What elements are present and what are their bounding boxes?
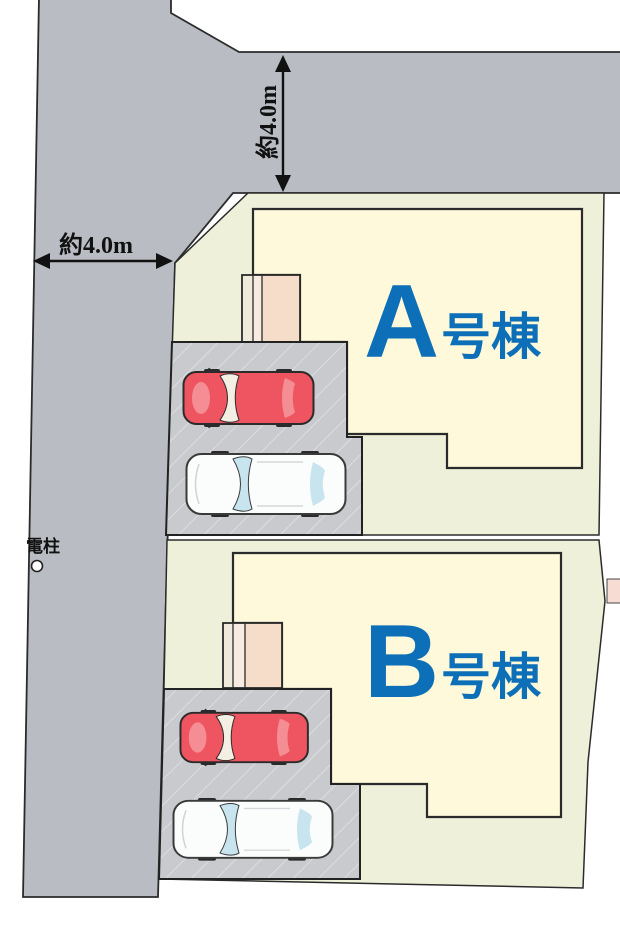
dimension-horizontal-road-width: 約4.0m bbox=[33, 231, 173, 269]
porch-b-dividers bbox=[232, 623, 246, 688]
porch-a-dividers bbox=[252, 275, 263, 342]
neighbor-building-sliver bbox=[606, 578, 620, 604]
porch-b-step bbox=[223, 623, 233, 688]
arrow-down-icon bbox=[275, 175, 291, 192]
building-a-suffix: 号棟 bbox=[441, 309, 542, 365]
porch-a-landing bbox=[253, 275, 262, 342]
arrow-up-icon bbox=[275, 55, 291, 72]
car-red-lot-a bbox=[182, 367, 315, 429]
porch-a bbox=[241, 274, 301, 343]
dimension-vertical-road-width: 約4.0m bbox=[254, 55, 291, 192]
arrow-left-icon bbox=[33, 253, 50, 269]
arrow-right-icon bbox=[156, 253, 173, 269]
car-white-lot-b bbox=[172, 796, 334, 863]
porch-b-entry bbox=[245, 623, 282, 688]
utility-pole: 電柱 bbox=[26, 536, 60, 573]
porch-a-entry bbox=[262, 275, 300, 342]
car-white-lot-a bbox=[185, 449, 347, 519]
building-b-suffix: 号棟 bbox=[441, 649, 542, 705]
porch-b bbox=[222, 622, 283, 689]
road-width-label-vertical: 約4.0m bbox=[254, 85, 282, 159]
building-b-letter: B bbox=[364, 604, 439, 720]
porch-b-landing bbox=[233, 623, 245, 688]
road-area bbox=[22, 0, 620, 898]
road-width-label-horizontal: 約4.0m bbox=[59, 231, 133, 259]
car-red-lot-b bbox=[179, 708, 310, 767]
utility-pole-label: 電柱 bbox=[26, 536, 60, 556]
utility-pole-icon bbox=[30, 559, 44, 573]
porch-a-step bbox=[242, 275, 253, 342]
building-a-letter: A bbox=[364, 264, 439, 380]
